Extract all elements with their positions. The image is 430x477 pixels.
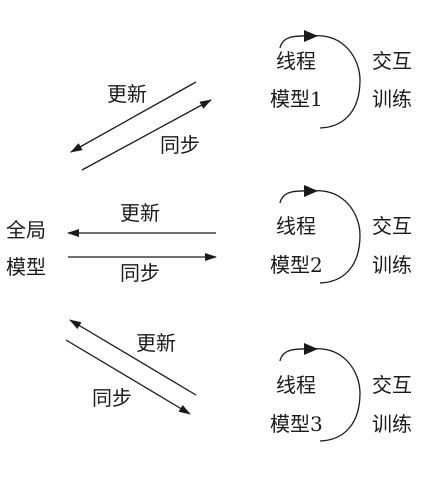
global-model-label-line1: 全局	[6, 218, 46, 242]
update-label-3: 更新	[136, 331, 176, 355]
update-arrow-3	[69, 319, 197, 396]
thread-2-label-line2: 模型2	[270, 253, 323, 277]
thread-2-side-line2: 训练	[372, 253, 412, 277]
thread-1-side-line2: 训练	[372, 87, 412, 111]
sync-arrow-3	[65, 339, 191, 415]
sync-label-2: 同步	[120, 261, 160, 285]
thread-2-label-line1: 线程	[276, 214, 316, 238]
thread-1-side-line1: 交互	[372, 49, 412, 73]
global-model-label-line2: 模型	[6, 255, 46, 279]
thread-3-label-line2: 模型3	[270, 412, 323, 436]
thread-1-label-line1: 线程	[276, 49, 316, 73]
sync-label-1: 同步	[160, 133, 200, 157]
loop-arrowhead-2	[304, 185, 318, 197]
thread-3-side-line2: 训练	[372, 412, 412, 436]
sync-arrow-1	[81, 99, 212, 171]
thread-3-label-line1: 线程	[276, 373, 316, 397]
update-label-2: 更新	[120, 201, 160, 225]
sync-label-3: 同步	[92, 386, 132, 410]
update-arrow-1	[70, 81, 197, 153]
loop-arrowhead-1	[304, 30, 318, 42]
thread-2-side-line1: 交互	[372, 214, 412, 238]
update-label-1: 更新	[107, 82, 147, 106]
thread-3-side-line1: 交互	[372, 373, 412, 397]
loop-arrowhead-3	[304, 343, 318, 355]
thread-1-label-line2: 模型1	[270, 87, 323, 111]
